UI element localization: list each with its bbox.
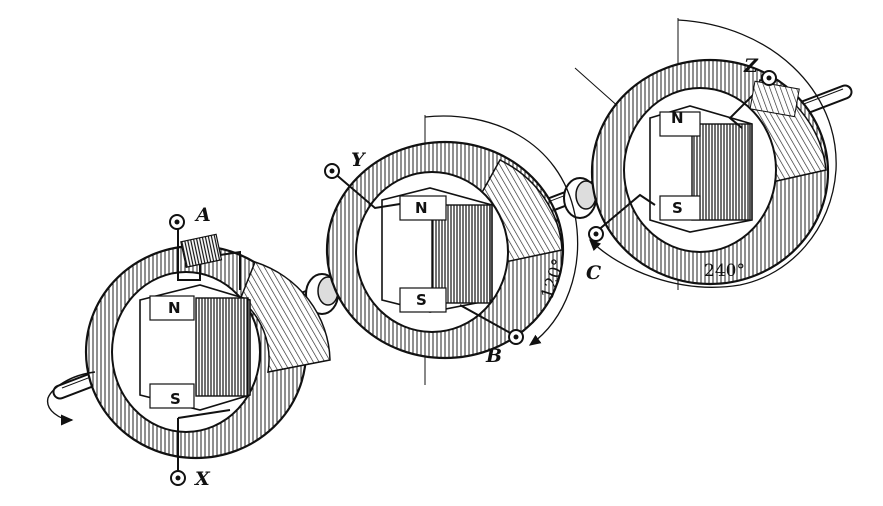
angle-arc-120: [424, 115, 579, 346]
terminal-z-label: Z: [743, 55, 759, 77]
terminal-z: [761, 70, 777, 86]
terminal-x-label: X: [194, 468, 211, 490]
angle-240-label: 240°: [704, 261, 745, 281]
terminal-a-label: A: [194, 204, 211, 226]
generator-unit-1: N S A X: [46, 204, 331, 490]
rotor-core-3: [649, 105, 753, 233]
rotation-arrow: [46, 371, 96, 426]
terminal-c: [588, 226, 604, 242]
south-pole-3: S: [672, 199, 683, 217]
terminal-b: [508, 329, 524, 345]
generator-unit-3: N S Z C 240°: [574, 18, 837, 290]
terminal-y: [324, 163, 340, 179]
winding-1: [177, 224, 241, 474]
terminal-c-label: C: [586, 262, 601, 284]
north-pole-2: N: [415, 199, 428, 217]
north-pole-1: N: [168, 299, 181, 317]
winding-3: [595, 79, 800, 233]
terminal-a: [169, 214, 185, 230]
winding-2: [332, 171, 515, 336]
rotor-core-2: [381, 187, 493, 313]
south-pole-1: S: [170, 390, 181, 408]
terminal-b-label: B: [485, 345, 502, 367]
generator-unit-2: N S Y B 120°: [324, 115, 579, 385]
angle-arc-240: [589, 19, 837, 288]
south-pole-2: S: [416, 291, 427, 309]
north-pole-3: N: [671, 109, 684, 127]
terminal-x: [170, 470, 186, 486]
coupling-2: [563, 177, 597, 219]
terminal-y-label: Y: [351, 149, 367, 171]
rotor-core-1: [139, 284, 251, 411]
